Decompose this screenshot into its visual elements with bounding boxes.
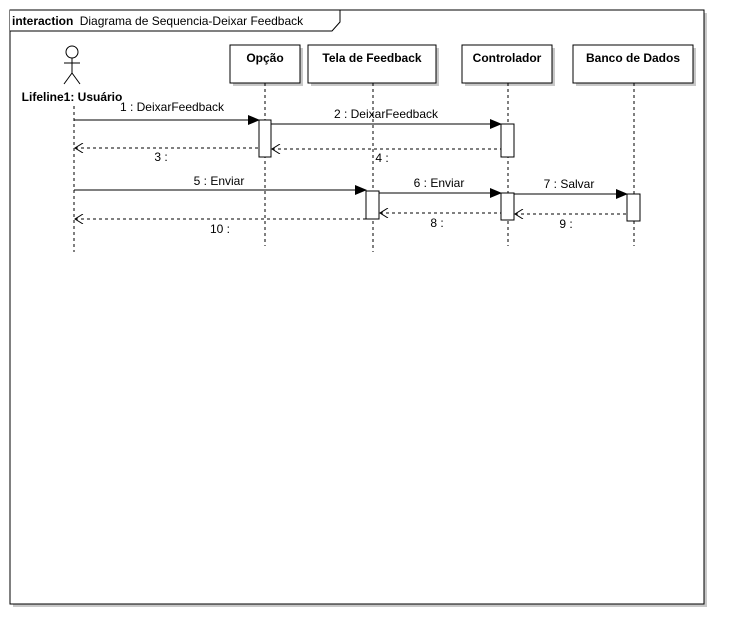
lifeline-opcao[interactable]: Opção: [229, 44, 303, 246]
message-label: 5 : Enviar: [194, 174, 245, 188]
message-10[interactable]: 10 :: [75, 219, 366, 236]
lifeline-head: [461, 44, 553, 84]
interaction-frame: interaction Diagrama de Sequencia-Deixar…: [9, 9, 707, 607]
lifeline-head: [572, 44, 694, 84]
svg-text:interaction Diagrama de: interaction Diagrama de Sequencia-Deixar…: [12, 14, 304, 28]
message-label: 8 :: [430, 216, 443, 230]
message-1[interactable]: 1 : DeixarFeedback: [74, 100, 260, 125]
message-4[interactable]: 4 :: [272, 149, 501, 165]
message-6[interactable]: 6 : Enviar: [379, 176, 502, 198]
stick-figure-icon: [63, 45, 81, 85]
message-label: 2 : DeixarFeedback: [334, 107, 439, 121]
message-8[interactable]: 8 :: [380, 213, 501, 230]
message-label: 4 :: [375, 151, 388, 165]
message-7[interactable]: 7 : Salvar: [514, 177, 628, 199]
lifeline-label: Opção: [246, 51, 283, 65]
lifeline-tela-de-feedback[interactable]: Tela de Feedback: [307, 44, 439, 252]
activation-banco: [626, 193, 641, 222]
frame-name: Diagrama de Sequencia-Deixar Feedback: [80, 14, 304, 28]
message-label: 9 :: [559, 217, 572, 231]
actor-label: Lifeline1: Usuário: [22, 90, 123, 104]
message-3[interactable]: 3 :: [75, 148, 259, 164]
message-9[interactable]: 9 :: [515, 214, 627, 231]
message-label: 6 : Enviar: [414, 176, 465, 190]
message-2[interactable]: 2 : DeixarFeedback: [271, 107, 502, 129]
lifeline-head: [307, 44, 437, 84]
lifeline-banco-de-dados[interactable]: Banco de Dados: [572, 44, 696, 246]
frame-keyword: interaction: [12, 14, 73, 28]
activation-opcao: [258, 119, 272, 158]
message-5[interactable]: 5 : Enviar: [74, 174, 367, 195]
lifeline-label: Controlador: [473, 51, 542, 65]
message-label: 7 : Salvar: [544, 177, 595, 191]
activation-controlador-2: [500, 192, 515, 221]
activation-tela: [365, 190, 380, 220]
lifeline-label: Tela de Feedback: [322, 51, 421, 65]
actor-usuario[interactable]: Lifeline1: Usuário: [22, 45, 123, 252]
message-label: 10 :: [210, 222, 230, 236]
lifeline-label: Banco de Dados: [586, 51, 680, 65]
activation-controlador-1: [500, 123, 515, 158]
lifeline-controlador[interactable]: Controlador: [461, 44, 555, 246]
message-label: 1 : DeixarFeedback: [120, 100, 225, 114]
frame-tab: [10, 9, 341, 32]
lifeline-head: [229, 44, 301, 84]
message-label: 3 :: [154, 150, 167, 164]
